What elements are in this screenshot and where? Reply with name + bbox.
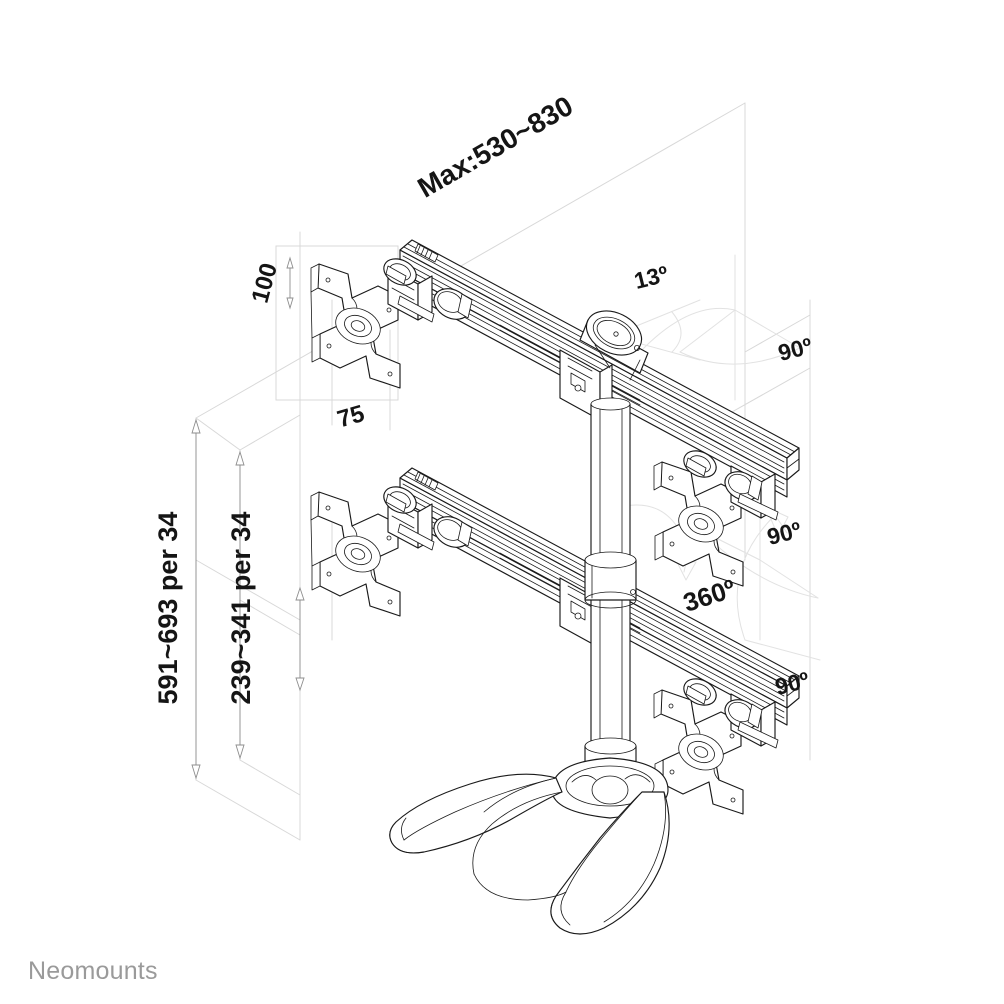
- lower-right-vesa-plate: [653, 689, 744, 815]
- lower-left-vesa-plate: [310, 491, 401, 617]
- lower-knurl-band: [414, 471, 439, 491]
- label-max-width: Max:530~830: [412, 90, 578, 204]
- label-height-lower: 239~341 per 34: [226, 512, 256, 705]
- desk-base-foot: [389, 757, 670, 935]
- dimension-lines: [191, 256, 305, 780]
- upper-left-joint: [383, 258, 473, 323]
- label-swivel-mid-right: 90º: [764, 517, 803, 550]
- pole-lower-collar: [584, 551, 637, 609]
- label-rotate-pole: 360º: [679, 573, 739, 618]
- upper-crossbar-assembly: [310, 239, 800, 587]
- upper-right-joint: [683, 450, 779, 521]
- label-vesa-height: 100: [247, 260, 283, 306]
- upper-left-vesa-plate: [310, 263, 401, 389]
- label-vesa-width: 75: [334, 400, 367, 433]
- label-tilt-angle: 13º: [631, 261, 670, 294]
- lower-right-joint: [683, 678, 779, 749]
- lower-left-joint: [383, 486, 473, 551]
- upper-tilt-hub: [579, 310, 649, 381]
- brand-logo: Neomounts: [28, 957, 158, 985]
- upper-right-vesa-plate: [653, 461, 744, 587]
- upper-knurl-band: [414, 243, 439, 263]
- label-height-upper: 591~693 per 34: [153, 512, 183, 705]
